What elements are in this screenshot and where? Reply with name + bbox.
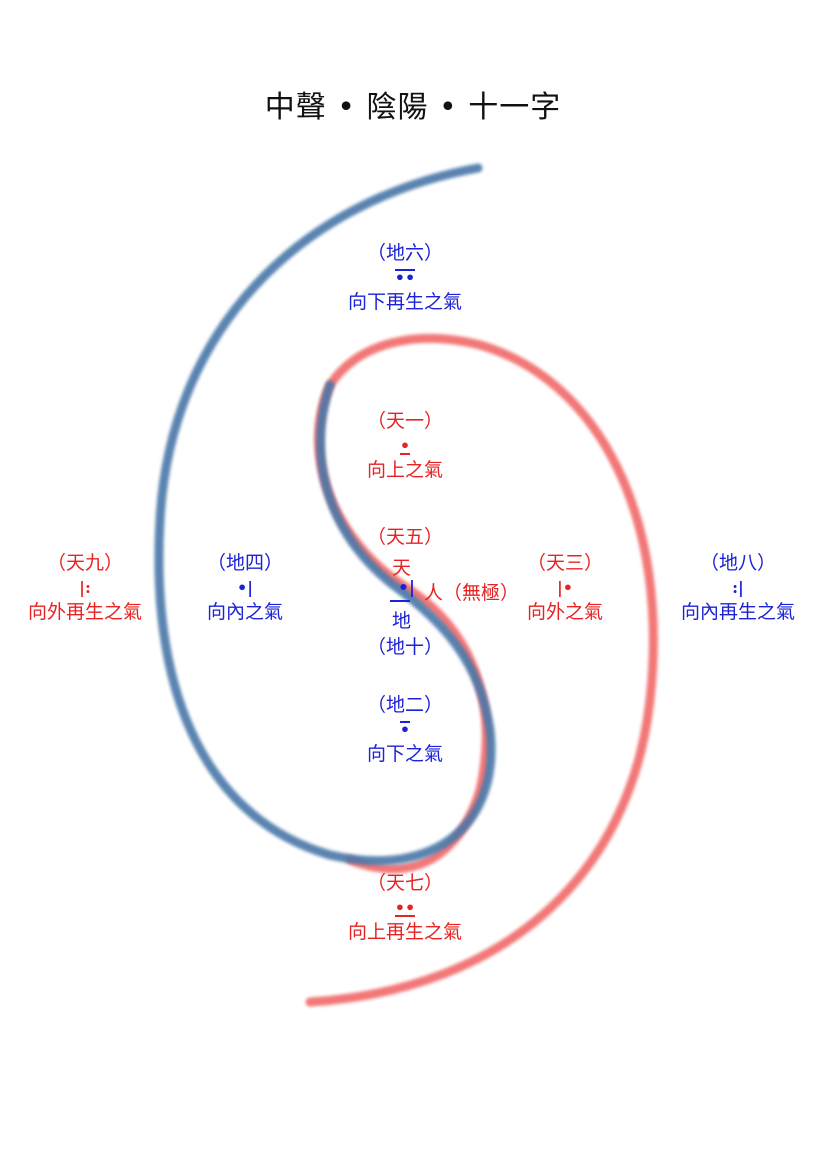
node-desc: 向內之氣 bbox=[206, 601, 283, 623]
node-desc: 向外再生之氣 bbox=[27, 601, 142, 623]
node-label: （天七） bbox=[366, 872, 443, 894]
node-desc: 向上之氣 bbox=[366, 459, 443, 481]
yang-symbol: |: bbox=[79, 578, 91, 597]
center-person: 人（無極） bbox=[424, 582, 520, 604]
node-label: （地二） bbox=[366, 694, 443, 716]
node-tian-yi: （天一） • 向上之氣 bbox=[330, 408, 480, 484]
center-earth: 地 bbox=[392, 610, 412, 632]
page-title: 中聲 • 陰陽 • 十一字 bbox=[264, 90, 562, 125]
node-di-er: （地二） • 向下之氣 bbox=[330, 692, 480, 768]
yin-symbol: •• bbox=[394, 268, 416, 287]
yang-symbol: |• bbox=[556, 578, 574, 597]
node-desc: 向內再生之氣 bbox=[680, 601, 795, 623]
yin-symbol: :| bbox=[732, 578, 744, 597]
node-label: （天三） bbox=[526, 552, 603, 574]
node-desc: 向外之氣 bbox=[526, 601, 603, 623]
node-di-si: （地四） •| 向內之氣 bbox=[190, 550, 300, 626]
node-di-liu: （地六） •• 向下再生之氣 bbox=[330, 240, 480, 316]
center-divider bbox=[390, 600, 410, 602]
yin-symbol: •| bbox=[236, 578, 254, 597]
yin-curve bbox=[154, 163, 496, 866]
node-label: （天五） bbox=[366, 526, 443, 548]
node-tian-san: （天三） |• 向外之氣 bbox=[510, 550, 620, 626]
center-heaven: 天 bbox=[392, 557, 412, 579]
node-label: （天九） bbox=[46, 552, 123, 574]
node-tian-jiu: （天九） |: 向外再生之氣 bbox=[15, 550, 155, 626]
node-tian-qi: （天七） •• 向上再生之氣 bbox=[330, 870, 480, 946]
node-desc: 向上再生之氣 bbox=[347, 921, 462, 943]
node-label: （地四） bbox=[206, 552, 283, 574]
node-di-shi: （地十） bbox=[330, 634, 480, 661]
node-desc: 向下再生之氣 bbox=[347, 291, 462, 313]
node-desc: 向下之氣 bbox=[366, 743, 443, 765]
node-tian-wu: （天五） bbox=[330, 524, 480, 551]
node-label: （地十） bbox=[366, 636, 443, 658]
node-label: （天一） bbox=[366, 410, 443, 432]
node-label: （地六） bbox=[366, 242, 443, 264]
yang-symbol: •• bbox=[394, 898, 416, 917]
yin-symbol: • bbox=[399, 720, 411, 739]
center-symbol: •| bbox=[398, 578, 416, 598]
node-di-ba: （地八） :| 向內再生之氣 bbox=[668, 550, 808, 626]
yang-symbol: • bbox=[399, 436, 411, 455]
node-label: （地八） bbox=[699, 552, 776, 574]
